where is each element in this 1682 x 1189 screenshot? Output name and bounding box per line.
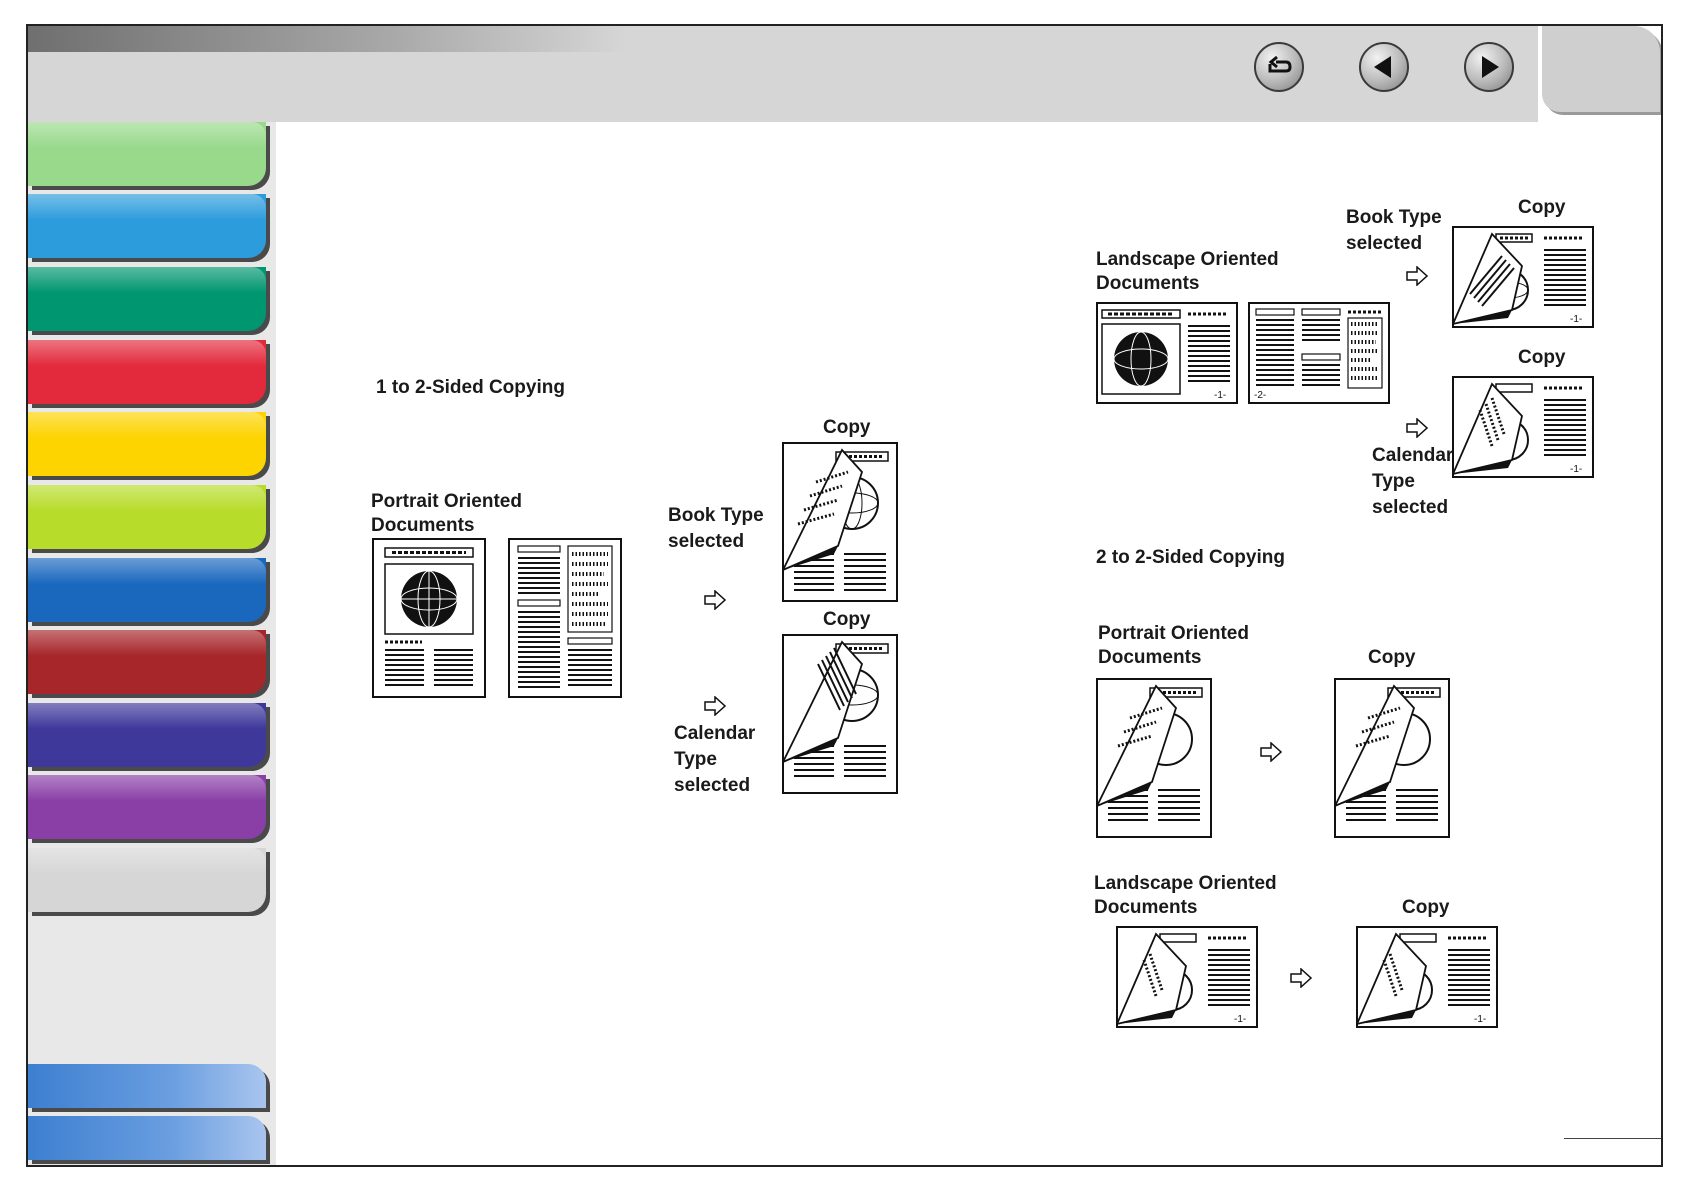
landscape-label-line2: Documents <box>1096 273 1200 294</box>
return-arrow-icon <box>1268 55 1292 73</box>
previous-triangle-icon <box>1374 56 1391 78</box>
arrow-right-icon <box>1406 266 1428 286</box>
copy-label-calendar: Copy <box>823 609 871 630</box>
portrait-document-page2 <box>508 538 622 698</box>
calendar-label-line3: selected <box>674 775 751 796</box>
portrait-22-line1: Portrait Oriented <box>1098 623 1249 644</box>
copy-calendar-type-sheet <box>782 634 898 794</box>
page-number-copy-calendar: -1- <box>1570 464 1582 475</box>
portrait-2sided-original <box>1096 678 1212 838</box>
chapter-tab-1[interactable] <box>28 122 266 186</box>
calendar-label-line1: Calendar <box>674 723 756 744</box>
page-number-22-copy: -1- <box>1474 1014 1486 1025</box>
calendar-right-line2: Type <box>1372 471 1415 492</box>
portrait-2sided-copy <box>1334 678 1450 838</box>
previous-page-button[interactable] <box>1359 42 1409 92</box>
landscape-label-line1: Landscape Oriented <box>1096 249 1279 270</box>
section-title-2-to-2: 2 to 2-Sided Copying <box>1096 547 1285 568</box>
chapter-tab-4[interactable] <box>28 340 266 404</box>
calendar-right-line1: Calendar <box>1372 445 1454 466</box>
copy-landscape-calendar-sheet: -1- <box>1452 376 1594 478</box>
chapter-tab-7[interactable] <box>28 558 266 622</box>
chapter-sidebar <box>28 122 276 1165</box>
arrow-right-icon <box>1406 418 1428 438</box>
landscape-22-line2: Documents <box>1094 897 1198 918</box>
page-number-1: -1- <box>1214 390 1226 401</box>
copy-label-22-landscape: Copy <box>1402 897 1450 918</box>
copy-landscape-book-sheet: -1- <box>1452 226 1594 328</box>
book-type-label-line1: Book Type <box>668 505 764 526</box>
calendar-label-line2: Type <box>674 749 717 770</box>
page-number-2: -2- <box>1254 390 1266 401</box>
chapter-tab-3[interactable] <box>28 267 266 331</box>
arrow-right-icon <box>1290 968 1312 988</box>
chapter-tab-9[interactable] <box>28 703 266 767</box>
portrait-label-line2: Documents <box>371 515 475 536</box>
chapter-tab-11[interactable] <box>28 848 266 912</box>
copy-label-right-calendar: Copy <box>1518 347 1566 368</box>
section-title-1-to-2: 1 to 2-Sided Copying <box>376 377 565 398</box>
chapter-tab-10[interactable] <box>28 775 266 839</box>
copy-label-22-portrait: Copy <box>1368 647 1416 668</box>
page-number-22-original: -1- <box>1234 1014 1246 1025</box>
book-type-label-line2: selected <box>668 531 745 552</box>
portrait-22-line2: Documents <box>1098 647 1202 668</box>
book-type-right-line1: Book Type <box>1346 207 1442 228</box>
copy-label-book: Copy <box>823 417 871 438</box>
landscape-document-page1: -1- <box>1096 302 1238 404</box>
back-button[interactable] <box>1254 42 1304 92</box>
arrow-right-icon <box>704 696 726 716</box>
next-page-button[interactable] <box>1464 42 1514 92</box>
arrow-right-icon <box>704 590 726 610</box>
next-triangle-icon <box>1482 56 1499 78</box>
copy-book-type-sheet <box>782 442 898 602</box>
corner-tab[interactable] <box>1542 26 1660 112</box>
chapter-tab-8[interactable] <box>28 630 266 694</box>
copy-label-right-book: Copy <box>1518 197 1566 218</box>
chapter-tab-6[interactable] <box>28 485 266 549</box>
landscape-document-page2: -2- <box>1248 302 1390 404</box>
book-type-right-line2: selected <box>1346 233 1423 254</box>
landscape-22-line1: Landscape Oriented <box>1094 873 1277 894</box>
header-bar <box>28 26 1538 122</box>
contents-tab[interactable] <box>28 1064 266 1108</box>
manual-page: 1 to 2-Sided Copying Portrait Oriented D… <box>26 24 1663 1167</box>
footer-rule <box>1564 1138 1661 1139</box>
header-gradient-strip <box>28 26 628 52</box>
portrait-label-line1: Portrait Oriented <box>371 491 522 512</box>
chapter-tab-5[interactable] <box>28 412 266 476</box>
page-number-copy-book: -1- <box>1570 314 1582 325</box>
chapter-tab-2[interactable] <box>28 194 266 258</box>
arrow-right-icon <box>1260 742 1282 762</box>
landscape-2sided-copy: -1- <box>1356 926 1498 1028</box>
landscape-2sided-original: -1- <box>1116 926 1258 1028</box>
index-tab[interactable] <box>28 1116 266 1160</box>
calendar-right-line3: selected <box>1372 497 1449 518</box>
portrait-document-page1 <box>372 538 486 698</box>
